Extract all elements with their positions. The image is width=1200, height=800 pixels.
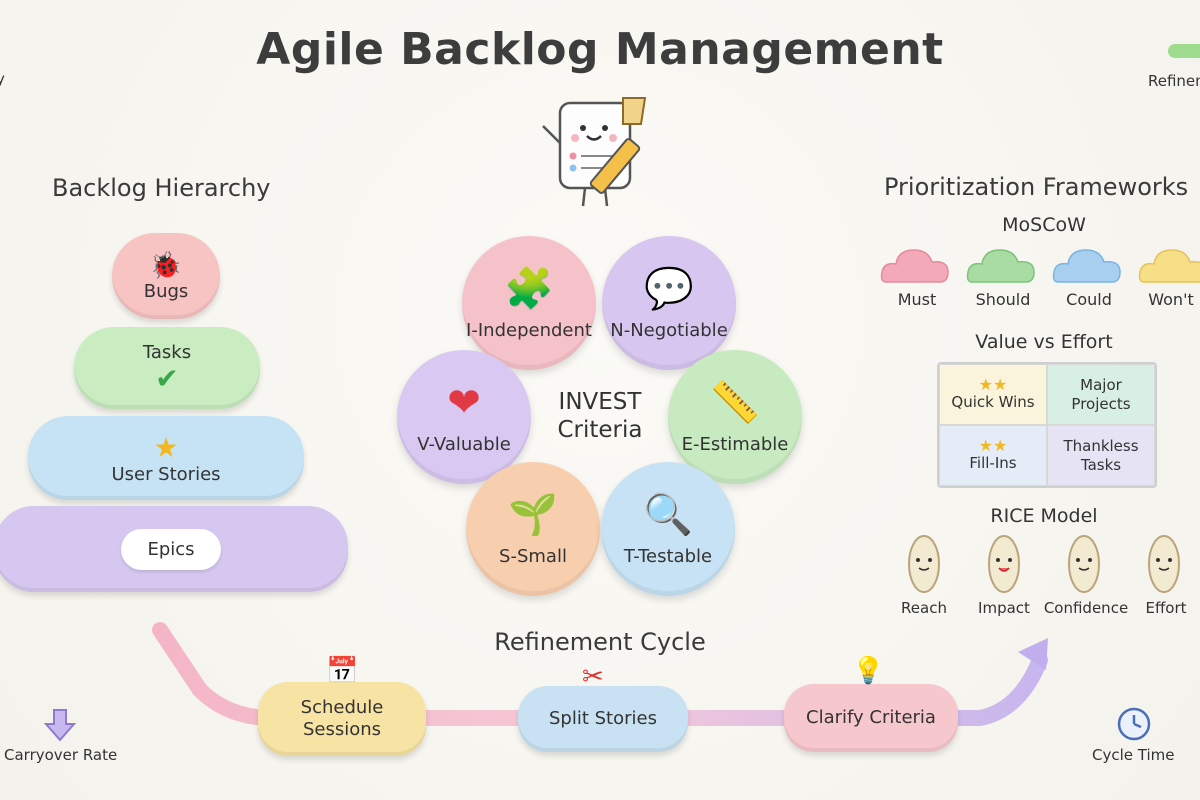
prioritization-title: Prioritization Frameworks: [884, 173, 1189, 201]
arrow-head-icon: [1018, 638, 1048, 670]
clock-icon: [1117, 707, 1151, 741]
notepad-mascot-icon: [542, 97, 647, 207]
rice-grain-mascots: [908, 535, 1180, 593]
refinement-flow-arrow: [152, 622, 1048, 727]
refinement-title: Refinement Cycle: [494, 628, 706, 656]
rice-label-impact: Impact: [978, 599, 1030, 617]
refinement-step-split: Split Stories: [518, 686, 688, 752]
checkmark-icon: ✔: [155, 361, 179, 395]
hierarchy-layer-bugs: 🐞 Bugs: [112, 233, 220, 319]
calendar-icon: 📅: [326, 656, 359, 686]
rice-label-effort: Effort: [1145, 599, 1187, 617]
moscow-label-should: Should: [975, 290, 1031, 309]
ruler-icon: 📏: [710, 379, 760, 426]
moscow-title: MoSCoW: [1002, 214, 1086, 236]
sprout-icon: 🌱: [508, 491, 558, 538]
rice-label-reach: Reach: [901, 599, 947, 617]
quadrant-label: Quick Wins: [951, 393, 1035, 411]
puzzle-icon: 🧩: [504, 265, 554, 312]
invest-independent: 🧩 I-Independent: [462, 236, 596, 370]
impact-grain-icon: [988, 535, 1020, 593]
edge-fragment-left: y: [0, 70, 5, 88]
effort-grain-icon: [1148, 535, 1180, 593]
quadrant-label: Thankless Tasks: [1063, 436, 1139, 474]
stars-icon: ★★: [978, 375, 1008, 394]
moscow-label-wont: Won't: [1148, 290, 1194, 309]
hierarchy-title: Backlog Hierarchy: [52, 174, 271, 202]
quadrant-label: Fill-Ins: [969, 454, 1017, 472]
layer-label: Epics: [147, 538, 195, 560]
invest-label: S-Small: [499, 545, 567, 567]
should-cloud-icon: [966, 249, 1035, 283]
confidence-grain-icon: [1068, 535, 1100, 593]
value-effort-title: Value vs Effort: [975, 331, 1113, 353]
hierarchy-layer-tasks: Tasks ✔: [74, 327, 260, 409]
wont-cloud-icon: [1138, 249, 1200, 283]
page-title: Agile Backlog Management: [256, 24, 944, 75]
layer-label: Bugs: [143, 280, 189, 302]
quadrant-fill-ins: ★★ Fill-Ins: [939, 425, 1047, 486]
down-arrow-icon: [44, 709, 76, 742]
must-cloud-icon: [880, 249, 949, 283]
speech-bubble-icon: 💬: [644, 265, 694, 312]
step-label: Clarify Criteria: [806, 707, 936, 728]
moscow-label-could: Could: [1066, 290, 1112, 309]
invest-valuable: ❤ V-Valuable: [397, 350, 531, 484]
invest-small: 🌱 S-Small: [466, 462, 600, 596]
layer-label: User Stories: [111, 463, 221, 485]
quadrant-major-projects: Major Projects: [1047, 364, 1155, 425]
invest-label: N-Negotiable: [610, 319, 728, 341]
magnifier-icon: 🔍: [643, 491, 693, 538]
refinement-step-schedule: Schedule Sessions: [258, 682, 426, 756]
scissors-icon: ✂: [582, 662, 604, 692]
lightbulb-icon: 💡: [852, 656, 885, 686]
invest-center-label: INVEST Criteria: [557, 389, 643, 443]
moscow-label-must: Must: [897, 290, 937, 309]
stars-icon: ★★: [978, 436, 1008, 455]
moscow-clouds: [880, 249, 1200, 283]
hierarchy-layer-user-stories: ★ User Stories: [28, 416, 304, 500]
top-right-label: Refinem: [1148, 72, 1200, 90]
rice-label-confidence: Confidence: [1043, 599, 1129, 617]
rice-title: RICE Model: [990, 505, 1098, 527]
invest-estimable: 📏 E-Estimable: [668, 350, 802, 484]
invest-label: T-Testable: [623, 545, 713, 567]
cloud-icon: Epics: [121, 528, 221, 570]
hierarchy-layer-epics: Epics: [0, 506, 348, 592]
quadrant-thankless-tasks: Thankless Tasks: [1047, 425, 1155, 486]
value-effort-matrix: ★★ Quick Wins Major Projects ★★ Fill-Ins…: [937, 362, 1157, 488]
could-cloud-icon: [1052, 249, 1121, 283]
step-label: Split Stories: [549, 708, 657, 729]
quadrant-quick-wins: ★★ Quick Wins: [939, 364, 1047, 425]
invest-label: V-Valuable: [417, 433, 511, 455]
cycle-time-label: Cycle Time: [1092, 746, 1175, 764]
ladybug-icon: 🐞: [149, 250, 183, 281]
quadrant-label: Major Projects: [1071, 375, 1131, 413]
invest-negotiable: 💬 N-Negotiable: [602, 236, 736, 370]
invest-testable: 🔍 T-Testable: [601, 462, 735, 596]
step-label: Schedule Sessions: [300, 697, 384, 740]
invest-label: I-Independent: [466, 319, 592, 341]
heart-icon: ❤: [447, 379, 481, 426]
refinement-badge-icon: [1168, 44, 1200, 58]
carryover-rate-label: Carryover Rate: [4, 746, 118, 764]
star-icon: ★: [153, 430, 179, 464]
layer-label: Tasks: [142, 341, 192, 363]
invest-label: E-Estimable: [681, 433, 789, 455]
reach-grain-icon: [908, 535, 940, 593]
refinement-step-clarify: Clarify Criteria: [784, 684, 958, 752]
